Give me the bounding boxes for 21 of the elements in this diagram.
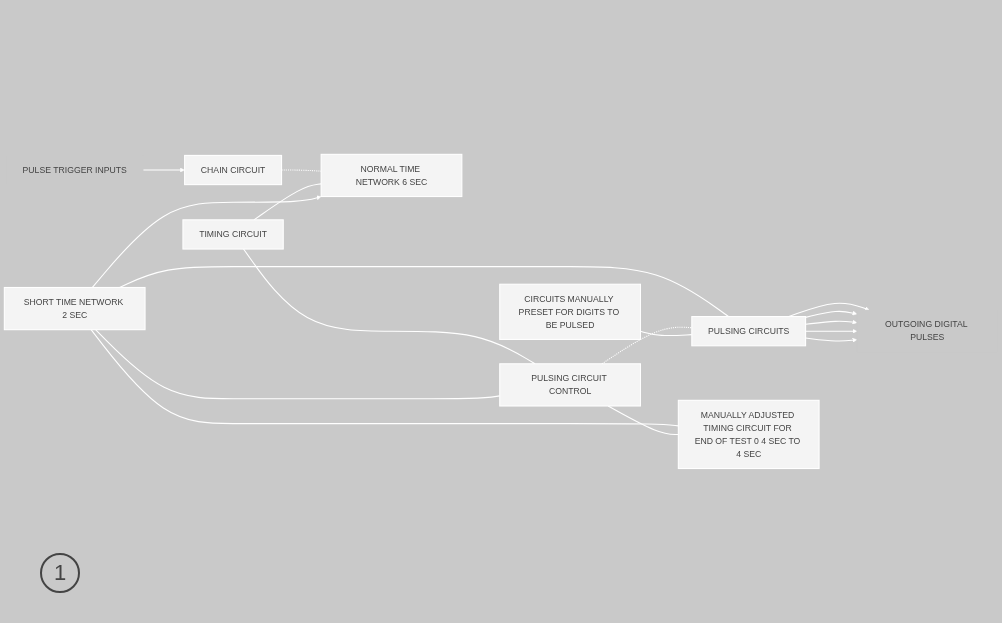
arrow — [805, 319, 858, 325]
node-box: PULSING CIRCUITS — [691, 316, 807, 347]
node-box: SHORT TIME NETWORK 2 SEC — [3, 287, 146, 331]
arrow — [805, 328, 858, 334]
node-box: TIMING CIRCUIT — [182, 219, 284, 250]
arrow — [805, 337, 858, 343]
node-text: OUTGOING DIGITAL PULSES — [884, 319, 968, 343]
node-box: PULSING CIRCUIT CONTROL — [499, 363, 641, 407]
node-box: MANUALLY ADJUSTED TIMING CIRCUIT FOR END OF TEST 0 4 SEC TO 4 SEC — [677, 399, 820, 470]
arrow — [91, 195, 322, 289]
figure-number: 1 — [40, 553, 80, 593]
connector — [243, 248, 536, 365]
node-box: CIRCUITS MANUALLY PRESET FOR DIGITS TO BE PULSED — [499, 283, 641, 341]
arrow — [142, 167, 185, 173]
connector — [119, 266, 729, 318]
node-text: PULSE TRIGGER INPUTS — [22, 165, 127, 175]
connector — [90, 329, 679, 427]
node-box: CHAIN CIRCUIT — [184, 154, 283, 186]
arrow — [805, 310, 858, 318]
connector — [253, 183, 322, 221]
node-box: NORMAL TIME NETWORK 6 SEC — [320, 153, 463, 198]
